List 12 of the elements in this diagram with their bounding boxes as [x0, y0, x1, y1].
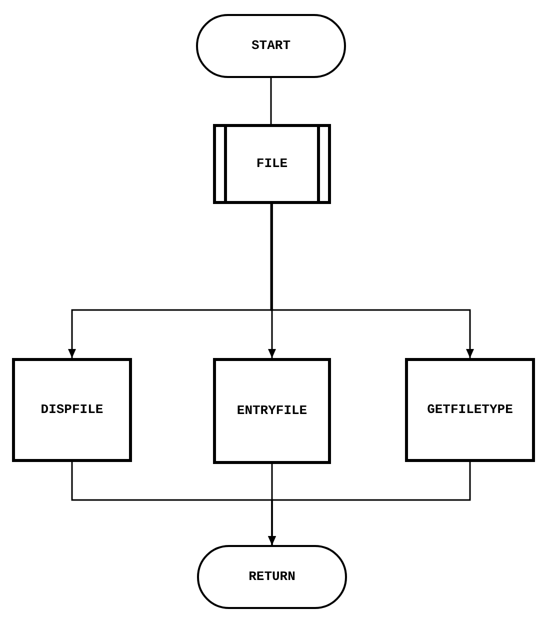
node-label: ENTRYFILE	[236, 402, 308, 420]
process-box	[12, 358, 132, 462]
node-label: FILE	[256, 155, 288, 174]
node-label: GETFILETYPE	[427, 401, 513, 420]
arrow	[271, 204, 474, 358]
node-label: RETURN	[248, 568, 296, 586]
arrow	[268, 462, 471, 545]
process-box	[213, 358, 331, 464]
node-label: DISPFILE	[40, 401, 104, 420]
process-box	[405, 358, 535, 462]
node-label: START	[251, 37, 290, 56]
subroutine-box	[213, 124, 331, 204]
